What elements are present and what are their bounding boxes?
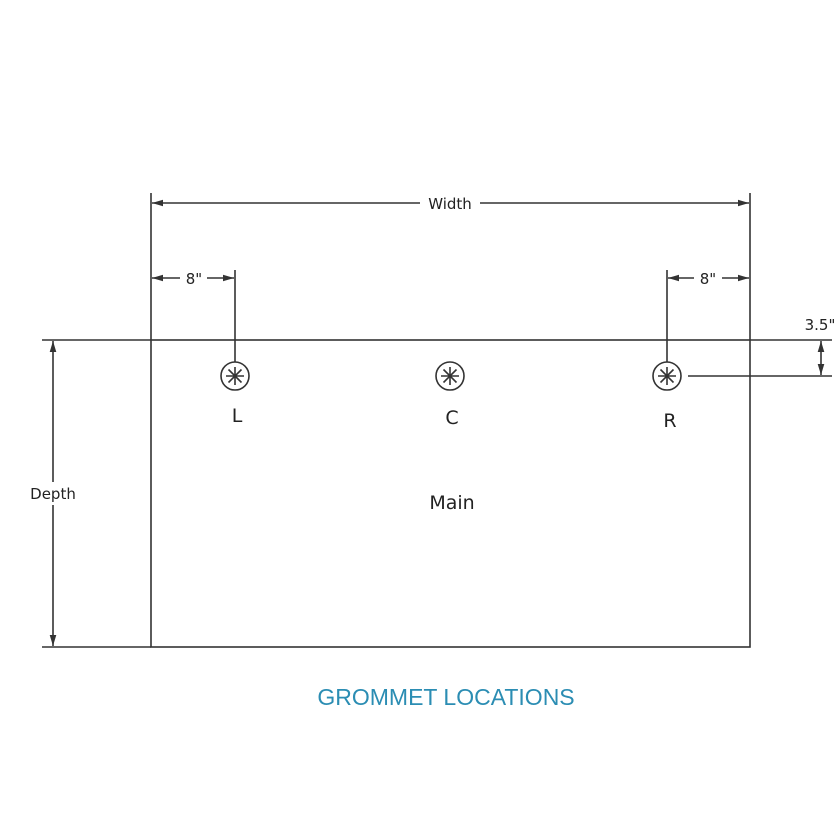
- grommet-center: C: [435, 361, 465, 429]
- diagram-title: GROMMET LOCATIONS: [317, 684, 574, 710]
- grommet-left: L: [220, 361, 250, 427]
- grommet-label-center: C: [445, 407, 458, 429]
- surface-label: Main: [429, 492, 474, 514]
- right-offset-dimension: 8": [666, 270, 749, 362]
- grommet-label-right: R: [663, 410, 676, 432]
- desk-surface: [150, 339, 751, 648]
- left-offset-dimension: 8": [152, 270, 236, 362]
- grommet-right: R: [652, 361, 682, 432]
- grommet-label-left: L: [232, 405, 243, 427]
- left-offset-label: 8": [186, 270, 202, 288]
- back-offset-dimension: 3.5": [688, 316, 836, 377]
- width-dimension: Width: [150, 193, 751, 340]
- right-offset-label: 8": [700, 270, 716, 288]
- width-label: Width: [428, 195, 472, 213]
- depth-dimension: Depth: [30, 339, 151, 648]
- grommet-icon: [435, 361, 465, 391]
- grommet-icon: [652, 361, 682, 391]
- depth-label: Depth: [30, 485, 76, 503]
- back-offset-label: 3.5": [805, 316, 836, 334]
- grommet-icon: [220, 361, 250, 391]
